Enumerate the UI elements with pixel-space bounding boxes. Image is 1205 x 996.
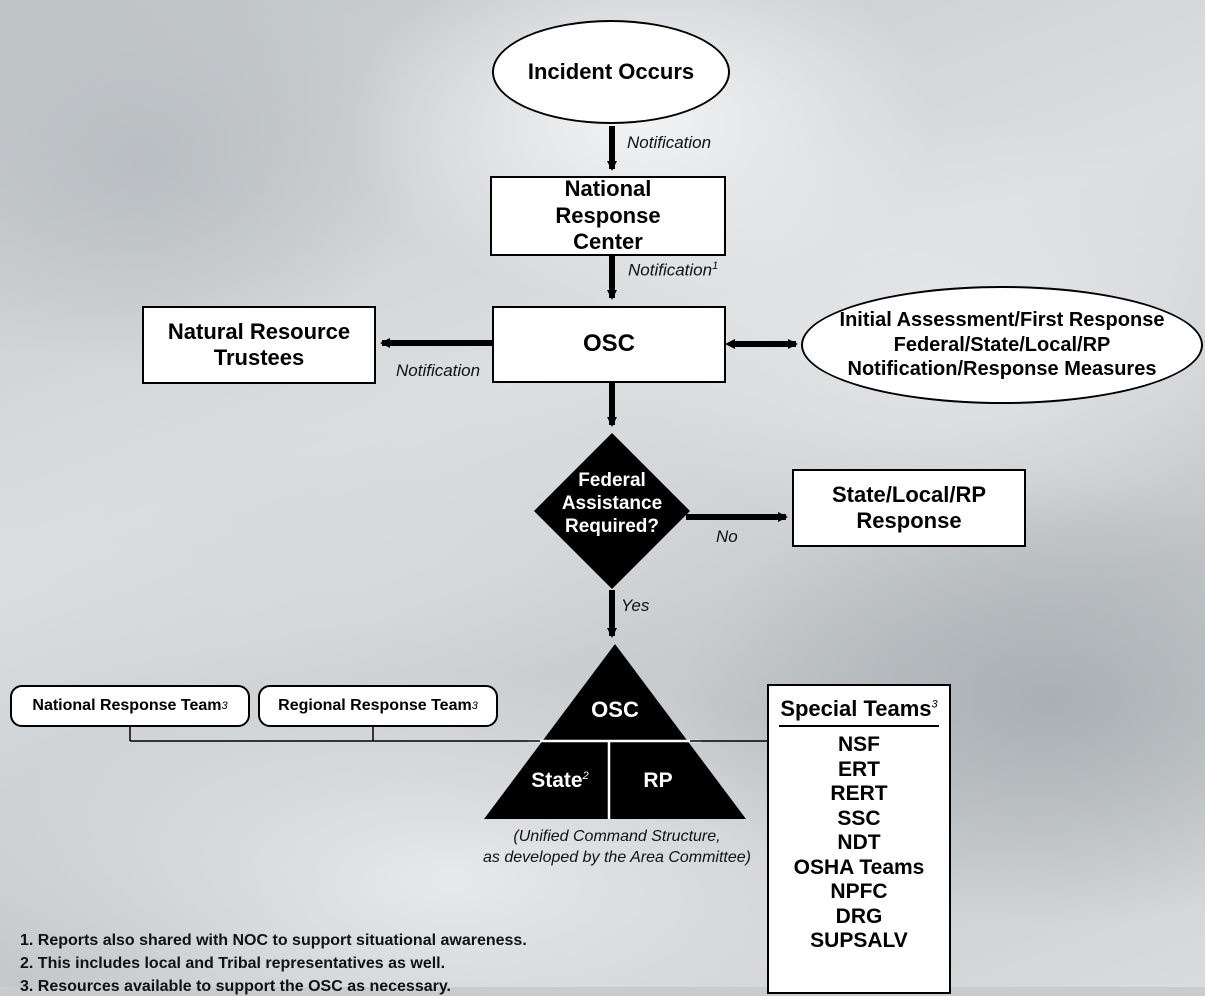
special-teams-panel: Special Teams3 NSF ERT RERT SSC NDT OSHA… xyxy=(767,684,951,994)
edge-label-notification-3: Notification xyxy=(396,361,481,380)
special-team-item: NPFC xyxy=(830,880,888,903)
edge-label-notification-2: Notification1 xyxy=(628,260,719,280)
special-teams-list: NSF ERT RERT SSC NDT OSHA Teams NPFC DRG… xyxy=(769,733,949,954)
unified-caption: (Unified Command Structure, as developed… xyxy=(483,828,751,866)
decision-diamond xyxy=(534,433,690,589)
special-team-item: SSC xyxy=(837,806,881,830)
footnote-3: 3. Resources available to support the OS… xyxy=(20,978,451,995)
initial-line-1: Initial Assessment/First Response xyxy=(839,309,1165,332)
special-team-item: DRG xyxy=(835,904,883,928)
osc-label: OSC xyxy=(582,330,635,358)
special-teams-title: Special Teams3 xyxy=(779,696,939,727)
special-team-item: NSF xyxy=(838,733,880,756)
unified-osc-label: OSC xyxy=(591,697,639,722)
natural-resource-trustees-node: Natural Resource Trustees xyxy=(142,306,376,384)
initial-line-3: Notification/Response Measures xyxy=(847,358,1157,381)
initial-line-2: Federal/State/Local/RP xyxy=(893,333,1111,356)
edge-label-yes: Yes xyxy=(621,596,650,615)
state-local-label: State/Local/RP Response xyxy=(831,481,987,533)
incident-label: Incident Occurs xyxy=(527,58,695,84)
osc-node: OSC xyxy=(492,306,726,383)
unified-state-label: State2 xyxy=(531,769,589,792)
footnote-2: 2. This includes local and Tribal repres… xyxy=(20,955,446,972)
special-team-item: ERT xyxy=(838,757,880,781)
special-team-item: SUPSALV xyxy=(810,929,908,952)
state-local-rp-response-node: State/Local/RP Response xyxy=(792,469,1026,547)
decision-label: Federal Assistance Required? xyxy=(561,470,663,537)
national-response-center-node: National Response Center xyxy=(490,176,726,256)
special-team-item: NDT xyxy=(837,831,881,854)
trustees-label: Natural Resource Trustees xyxy=(167,318,351,370)
footnote-1: 1. Reports also shared with NOC to suppo… xyxy=(20,932,527,949)
unified-rp-label: RP xyxy=(643,769,673,792)
nrc-label: National Response Center xyxy=(555,176,661,255)
unified-command-triangle xyxy=(484,644,746,819)
incident-occurs-node: Incident Occurs xyxy=(492,20,730,124)
initial-assessment-node: Initial Assessment/First Response Federa… xyxy=(801,286,1203,404)
special-team-item: OSHA Teams xyxy=(793,855,925,879)
edge-label-notification-1: Notification xyxy=(627,133,712,152)
edge-label-no: No xyxy=(716,527,738,546)
special-team-item: RERT xyxy=(830,782,888,805)
